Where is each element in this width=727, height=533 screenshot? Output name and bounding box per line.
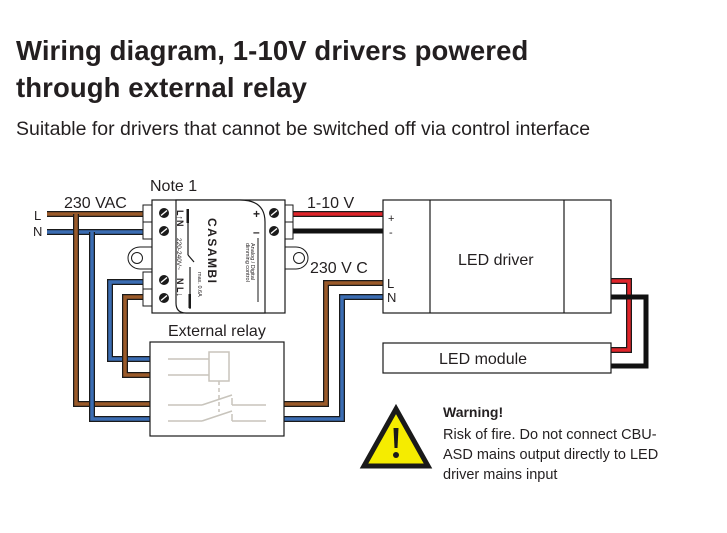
title-line-1: Wiring diagram, 1-10V drivers powered xyxy=(16,35,529,66)
neutral-label: N xyxy=(33,224,42,239)
wire-led-minus xyxy=(611,294,649,369)
wire-casambi-l-to-coil xyxy=(122,294,150,378)
dimming-wires xyxy=(290,211,384,234)
mounting-ear-right xyxy=(284,246,309,270)
led-driver: LED driver + - L N xyxy=(382,199,612,314)
screw-icon xyxy=(158,207,170,219)
driver-plus-terminal: + xyxy=(388,213,394,225)
casambi-dimming-text-2: dimming control xyxy=(244,243,250,282)
relay-symbol-icon xyxy=(168,351,266,422)
casambi-module: L↑N 220-240V~ N L↓ max. 0.6A CASAMBI Ana… xyxy=(127,199,309,314)
casambi-voltage: 220-240V~ xyxy=(175,238,182,270)
wire-l-to-relay xyxy=(73,214,150,407)
mains-wires xyxy=(47,211,384,422)
led-output-wires xyxy=(611,278,649,369)
mounting-ear-left xyxy=(127,246,152,270)
screw-icon xyxy=(268,207,280,219)
driver-minus-terminal: - xyxy=(389,227,393,239)
external-relay xyxy=(149,341,285,437)
screw-icon xyxy=(158,274,170,286)
wire-n-to-relay xyxy=(89,232,150,422)
driver-l-terminal: L xyxy=(387,276,394,291)
warning-title: Warning! xyxy=(443,404,504,420)
wire-relay-n-to-driver xyxy=(283,294,384,422)
wire-led-plus xyxy=(611,278,632,353)
title-line-2: through external relay xyxy=(16,72,308,103)
supply-voltage-label: 230 VAC xyxy=(64,195,127,212)
casambi-input-terminals: L↑N xyxy=(175,210,185,227)
casambi-dimming-text-1: Analog / Digital xyxy=(249,243,255,280)
switched-supply-label: 230 V C xyxy=(310,260,368,277)
led-driver-label: LED driver xyxy=(458,252,534,269)
driver-n-terminal: N xyxy=(387,290,396,305)
wire-casambi-n-to-coil xyxy=(107,279,150,362)
led-module: LED module xyxy=(382,342,612,374)
casambi-max-current: max. 0.6A xyxy=(196,272,202,297)
screw-icon xyxy=(268,225,280,237)
relay-label: External relay xyxy=(168,323,266,340)
warning-body: Risk of fire. Do not connect CBU-ASD mai… xyxy=(443,427,659,483)
screw-icon xyxy=(158,292,170,304)
casambi-plus: + xyxy=(253,207,260,221)
casambi-output-terminals: N L↓ xyxy=(175,278,185,297)
wire-relay-l-to-driver xyxy=(283,280,384,407)
casambi-brand: CASAMBI xyxy=(205,218,219,285)
line-label: L xyxy=(34,208,41,223)
warning-triangle-icon xyxy=(359,403,433,469)
dimming-voltage-label: 1-10 V xyxy=(307,195,354,212)
casambi-minus: – xyxy=(253,225,260,239)
led-module-label: LED module xyxy=(439,351,527,368)
page-subtitle: Suitable for drivers that cannot be swit… xyxy=(16,118,591,140)
note-label: Note 1 xyxy=(150,178,197,195)
screw-icon xyxy=(158,225,170,237)
page-title: Wiring diagram, 1-10V drivers powered th… xyxy=(16,32,528,106)
